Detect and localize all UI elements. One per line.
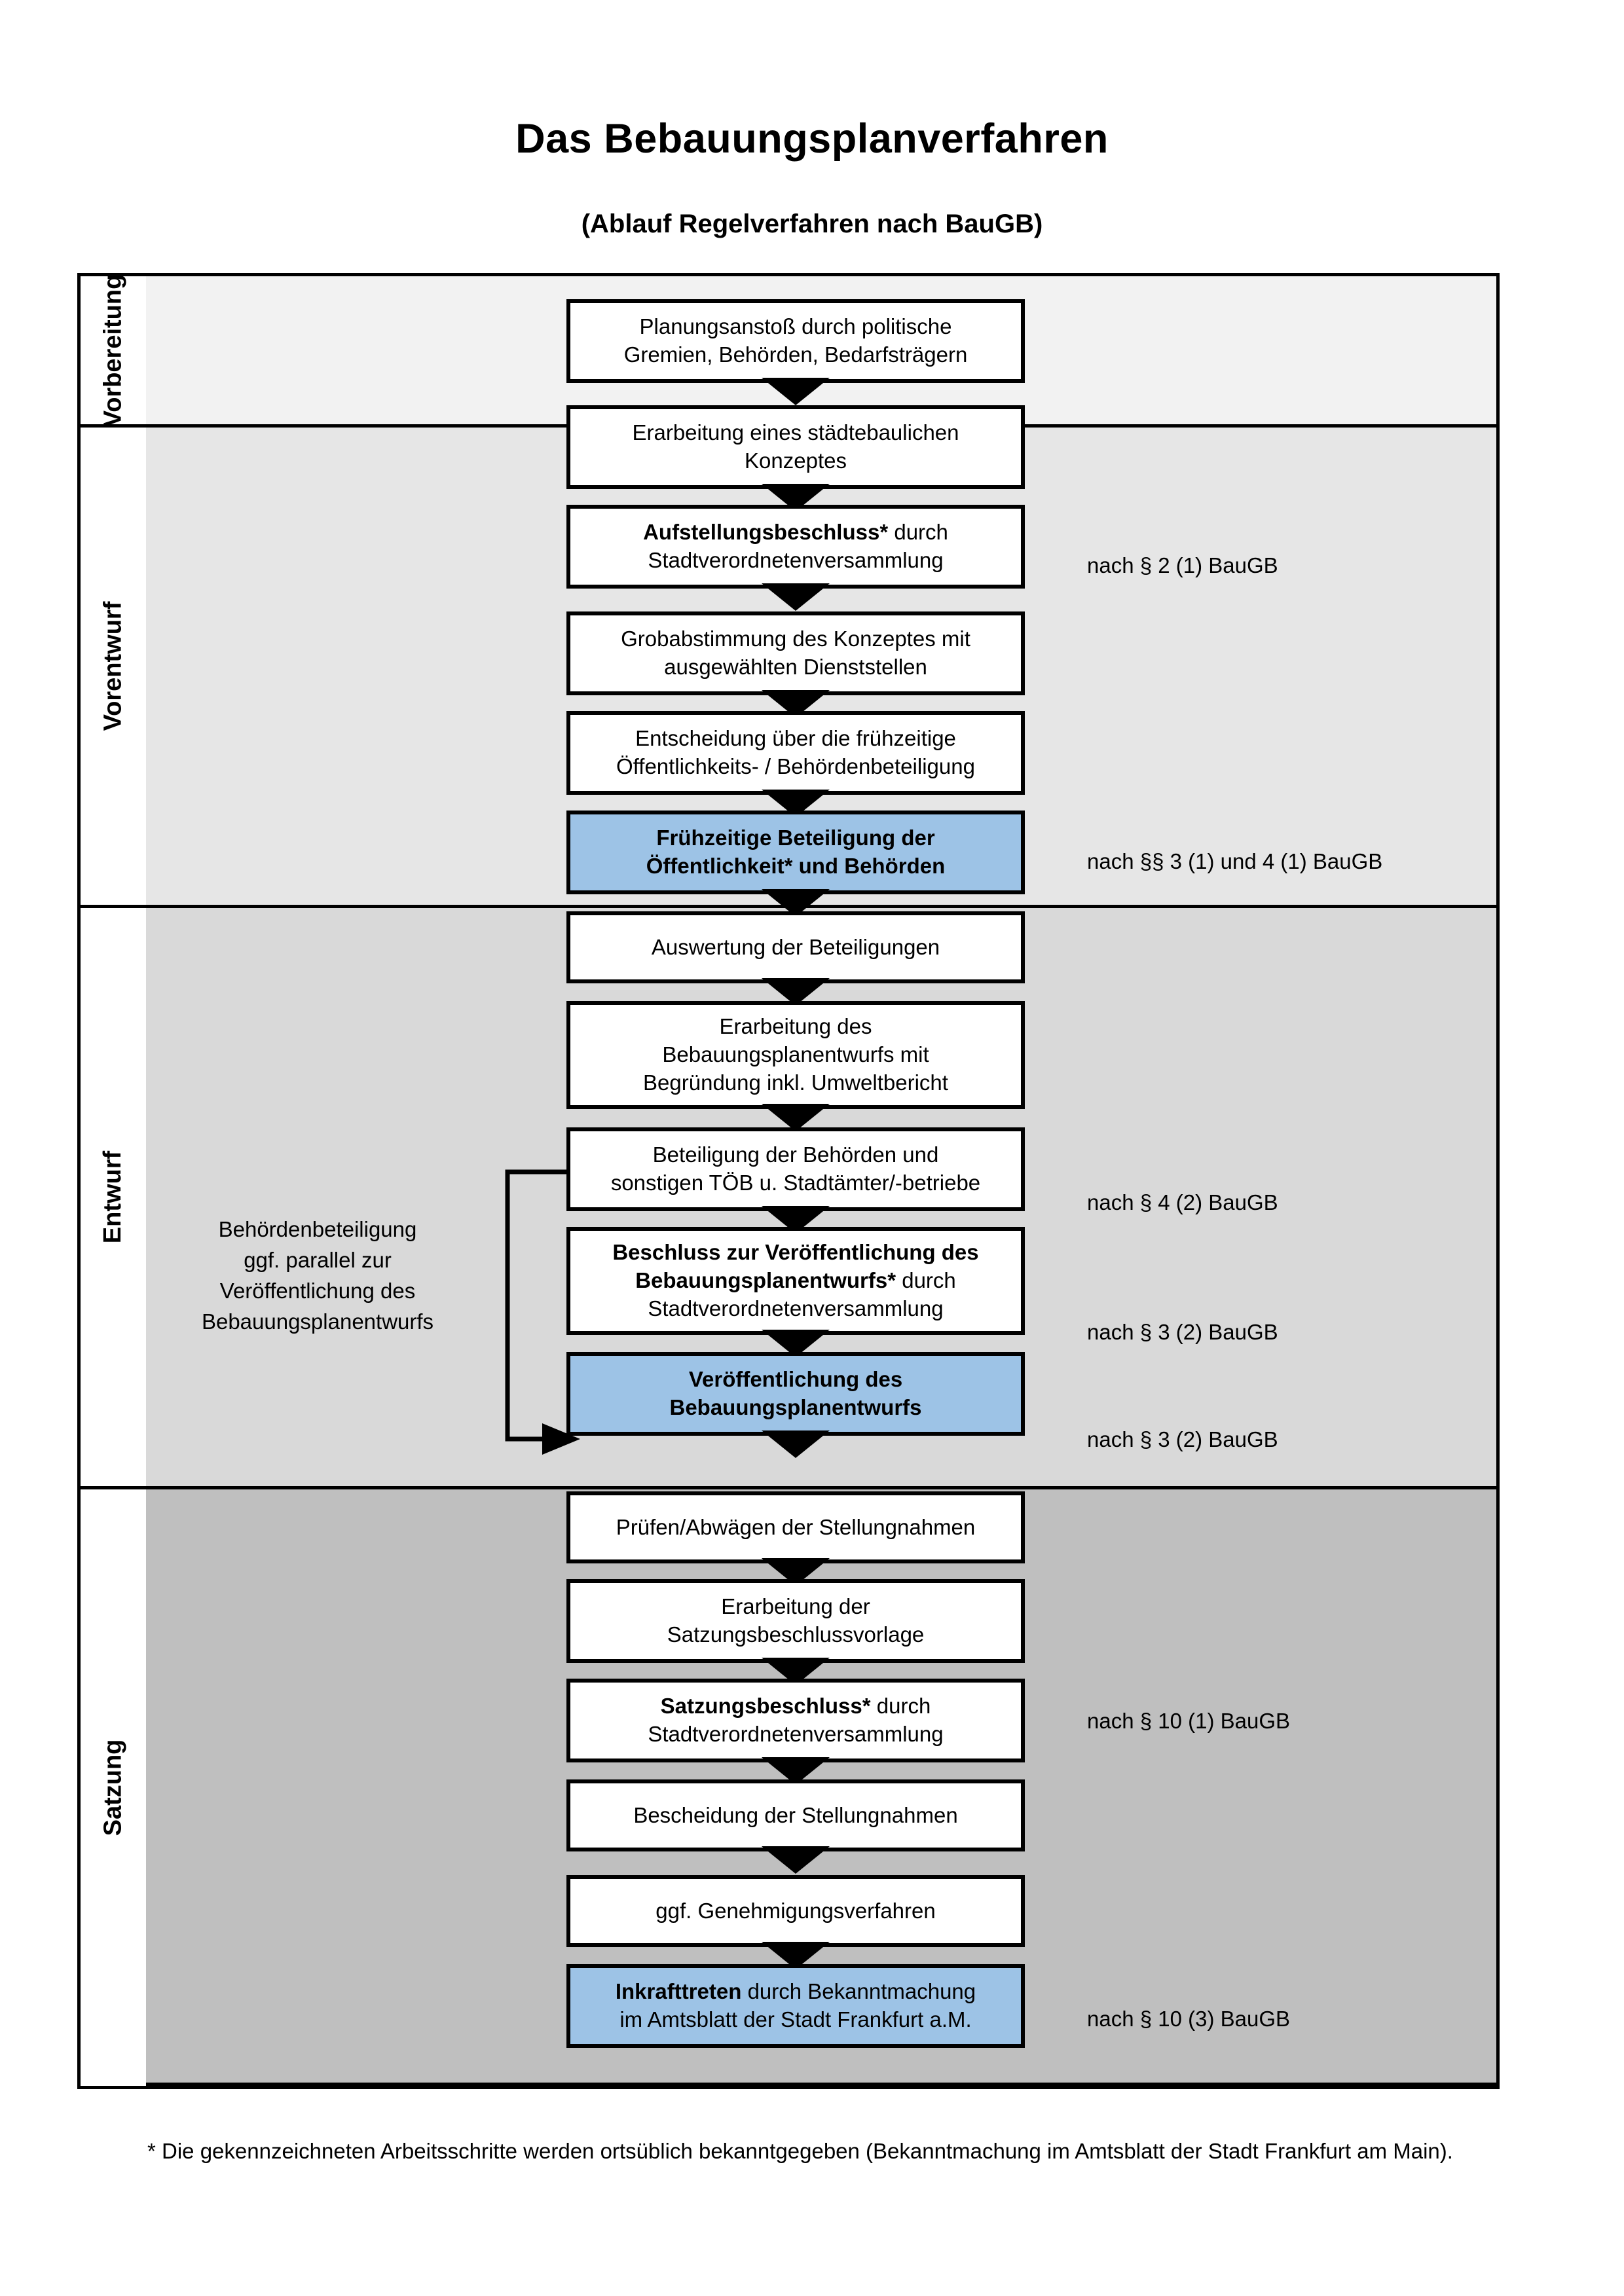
step-beschluss-bold-2: Bebauungsplanentwurfs*	[635, 1268, 896, 1293]
step-satzungsbeschluss-line-2: Stadtverordnetenversammlung	[648, 1722, 944, 1746]
step-box-grobabstimmung[interactable]: Grobabstimmung des Konzeptes mit ausgewä…	[566, 611, 1025, 695]
step-satzungsbeschluss-rest: durch	[870, 1694, 931, 1719]
footnote: * Die gekennzeichneten Arbeitsschritte w…	[147, 2139, 1453, 2163]
step-grobabstimmung-line-2: ausgewählten Dienststellen	[664, 655, 927, 679]
side-note-line-3: Veröffentlichung des	[219, 1278, 416, 1303]
step-inkrafttreten-rest: durch Bekanntmachung	[741, 1979, 976, 2004]
step-box-fruehzeitige-beteiligung[interactable]: Frühzeitige Beteiligung der Öffentlichke…	[566, 811, 1025, 894]
step-box-auswertung-beteiligungen[interactable]: Auswertung der Beteiligungen	[566, 911, 1025, 983]
step-box-bescheidung-stellungnahmen[interactable]: Bescheidung der Stellungnahmen	[566, 1779, 1025, 1851]
side-note-line-2: ggf. parallel zur	[244, 1247, 392, 1272]
step-toeb-line-2: sonstigen TÖB u. Stadtämter/-betriebe	[610, 1171, 981, 1195]
phase-label-vorentwurf: Vorentwurf	[81, 428, 146, 908]
step-planungsanstoss-line-1: Planungsanstoß durch politische	[639, 314, 952, 339]
phase-label-entwurf: Entwurf	[81, 908, 146, 1489]
step-pruefen-line-1: Prüfen/Abwägen der Stellungnahmen	[616, 1514, 976, 1539]
step-veroeffentlichung-line-1: Veröffentlichung des	[669, 1366, 921, 1394]
step-entscheidung-line-1: Entscheidung über die frühzeitige	[635, 726, 956, 751]
step-veroeffentlichung-bold-2: Bebauungsplanentwurfs	[669, 1395, 922, 1419]
step-veroeffentlichung-line-2: Bebauungsplanentwurfs	[669, 1394, 921, 1422]
phase-label-satzung: Satzung	[81, 1489, 146, 2086]
step-box-inkrafttreten[interactable]: Inkrafttreten durch Bekanntmachung im Am…	[566, 1964, 1025, 2048]
phase-label-vorentwurf-text: Vorentwurf	[99, 601, 127, 731]
legal-ref-par3-1-4-1: nach §§ 3 (1) und 4 (1) BauGB	[1087, 849, 1383, 873]
phase-label-entwurf-text: Entwurf	[99, 1150, 127, 1244]
phase-label-satzung-text: Satzung	[99, 1739, 127, 1836]
step-box-satzungsbeschlussvorlage[interactable]: Erarbeitung der Satzungsbeschlussvorlage	[566, 1579, 1025, 1663]
step-aufstellungsbeschluss-bold: Aufstellungsbeschluss*	[643, 520, 889, 545]
legal-ref-par3-2-b: nach § 3 (2) BauGB	[1087, 1427, 1278, 1451]
page-title: Das Bebauungsplanverfahren	[515, 116, 1109, 162]
step-auswertung-line-1: Auswertung der Beteiligungen	[651, 934, 940, 959]
step-box-erarbeitung-bplan-entwurf[interactable]: Erarbeitung des Bebauungsplanentwurfs mi…	[566, 1001, 1025, 1109]
step-toeb-line-1: Beteiligung der Behörden und	[652, 1142, 939, 1167]
legal-ref-par10-3: nach § 10 (3) BauGB	[1087, 2007, 1291, 2031]
step-box-pruefen-abwaegen[interactable]: Prüfen/Abwägen der Stellungnahmen	[566, 1491, 1025, 1563]
step-box-genehmigungsverfahren[interactable]: ggf. Genehmigungsverfahren	[566, 1875, 1025, 1947]
step-erarbeitung-line-2: Bebauungsplanentwurfs mit	[662, 1042, 929, 1067]
step-entscheidung-line-2: Öffentlichkeits- / Behördenbeteiligung	[616, 754, 975, 778]
step-fruehzeitige-bold-2: Öffentlichkeit* und Behörden	[646, 854, 946, 878]
step-satzungsbeschluss-line-1: Satzungsbeschluss* durch	[648, 1692, 943, 1721]
page-subtitle: (Ablauf Regelverfahren nach BauGB)	[581, 210, 1043, 238]
step-satzungsvorlage-line-2: Satzungsbeschlussvorlage	[667, 1622, 925, 1647]
step-box-veroeffentlichung-bplan-entwurf[interactable]: Veröffentlichung des Bebauungsplanentwur…	[566, 1352, 1025, 1436]
step-inkrafttreten-line-1: Inkrafttreten durch Bekanntmachung	[616, 1978, 976, 2006]
flow-arrow-11	[762, 1430, 830, 1458]
step-erarbeitung-line-1: Erarbeitung des	[719, 1014, 872, 1039]
step-veroeffentlichung-bold-1: Veröffentlichung des	[688, 1367, 903, 1392]
step-aufstellungsbeschluss-line-1: Aufstellungsbeschluss* durch	[643, 519, 948, 547]
step-satzungsbeschluss-bold: Satzungsbeschluss*	[660, 1694, 871, 1719]
step-planungsanstoss-line-2: Gremien, Behörden, Bedarfsträgern	[623, 342, 968, 367]
step-beschluss-line-3: Stadtverordnetenversammlung	[648, 1296, 944, 1321]
legal-ref-par2-1: nach § 2 (1) BauGB	[1087, 553, 1278, 577]
step-grobabstimmung-line-1: Grobabstimmung des Konzeptes mit	[621, 627, 970, 651]
flow-arrow-3	[762, 583, 830, 611]
step-box-staedtebauliches-konzept[interactable]: Erarbeitung eines städtebaulichen Konzep…	[566, 405, 1025, 489]
step-inkrafttreten-line-2: im Amtsblatt der Stadt Frankfurt a.M.	[619, 2007, 972, 2032]
side-note-behoerdenbeteiligung: Behördenbeteiligung ggf. parallel zur Ve…	[164, 1214, 471, 1337]
legal-ref-par10-1: nach § 10 (1) BauGB	[1087, 1709, 1291, 1733]
flow-arrow-15	[762, 1846, 830, 1874]
phase-label-vorbereitung-text: Vorbereitung	[99, 274, 127, 427]
step-erarbeitung-line-3: Begründung inkl. Umweltbericht	[643, 1070, 948, 1095]
step-beschluss-bold-1: Beschluss zur Veröffentlichung des	[612, 1240, 979, 1265]
step-bescheidung-line-1: Bescheidung der Stellungnahmen	[633, 1802, 958, 1827]
step-box-satzungsbeschluss[interactable]: Satzungsbeschluss* durch Stadtverordnete…	[566, 1679, 1025, 1762]
step-fruehzeitige-line-2: Öffentlichkeit* und Behörden	[646, 852, 946, 881]
side-note-line-4: Bebauungsplanentwurfs	[201, 1309, 434, 1334]
step-box-beschluss-veroeffentlichung[interactable]: Beschluss zur Veröffentlichung des Bebau…	[566, 1227, 1025, 1335]
phase-label-column: Vorbereitung Vorentwurf Entwurf Satzung	[81, 274, 146, 2086]
step-konzept-line-2: Konzeptes	[745, 448, 847, 473]
step-konzept-line-1: Erarbeitung eines städtebaulichen	[632, 420, 959, 445]
step-aufstellungsbeschluss-rest: durch	[888, 520, 948, 545]
step-satzungsvorlage-line-1: Erarbeitung der	[721, 1594, 870, 1619]
step-beschluss-line-2: Bebauungsplanentwurfs* durch	[612, 1267, 978, 1295]
step-box-entscheidung-fruehzeitige-beteiligung[interactable]: Entscheidung über die frühzeitige Öffent…	[566, 711, 1025, 795]
step-box-aufstellungsbeschluss[interactable]: Aufstellungsbeschluss* durch Stadtverord…	[566, 505, 1025, 589]
phase-label-vorbereitung: Vorbereitung	[81, 274, 146, 428]
step-aufstellungsbeschluss-line-2: Stadtverordnetenversammlung	[648, 548, 944, 572]
step-inkrafttreten-bold: Inkrafttreten	[615, 1979, 742, 2004]
step-beschluss-line-1: Beschluss zur Veröffentlichung des	[612, 1239, 978, 1267]
flow-arrow-1	[762, 378, 830, 405]
step-beschluss-rest: durch	[896, 1268, 956, 1293]
step-box-beteiligung-behoerden-toeb[interactable]: Beteiligung der Behörden und sonstigen T…	[566, 1127, 1025, 1211]
legal-ref-par4-2: nach § 4 (2) BauGB	[1087, 1190, 1278, 1214]
flow-arrow-8	[762, 1104, 830, 1131]
step-box-planungsanstoss[interactable]: Planungsanstoß durch politische Gremien,…	[566, 299, 1025, 383]
step-genehmigung-line-1: ggf. Genehmigungsverfahren	[655, 1898, 936, 1923]
side-note-line-1: Behördenbeteiligung	[218, 1217, 417, 1241]
step-fruehzeitige-bold-1: Frühzeitige Beteiligung der	[656, 826, 935, 850]
legal-ref-par3-2-a: nach § 3 (2) BauGB	[1087, 1320, 1278, 1344]
step-fruehzeitige-line-1: Frühzeitige Beteiligung der	[646, 824, 946, 852]
